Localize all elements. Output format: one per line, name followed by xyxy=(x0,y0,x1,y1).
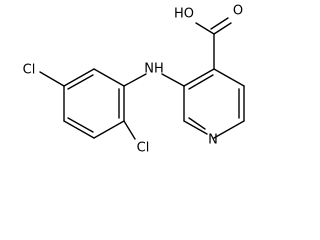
atom-label-chlorine-left: Cl xyxy=(23,63,36,78)
bond-ring1-c xyxy=(93,120,125,139)
atom-label-amine: NH xyxy=(144,62,164,77)
bond-ring1-a xyxy=(93,68,125,87)
bond-ring1-d-inner xyxy=(67,117,94,133)
bond-ring2-b xyxy=(213,68,245,87)
bond-ring1-f xyxy=(63,68,95,87)
atom-label-chlorine-bottom: Cl xyxy=(137,141,150,156)
bond-c-cl-left xyxy=(39,71,65,87)
atom-label-hydroxyl: HO xyxy=(174,7,194,22)
bond-nh-pyridine xyxy=(161,73,185,87)
bond-ring1-d xyxy=(63,120,95,139)
dichlorophenyl-ring xyxy=(63,68,125,139)
bond-c-cl-bottom xyxy=(123,120,136,140)
bond-ring2-a xyxy=(183,68,215,87)
bond-c-o-double-a xyxy=(213,22,232,35)
atom-label-pyridine-nitrogen: N xyxy=(208,133,218,148)
bond-ring2-e-inner xyxy=(188,117,206,130)
bond-c-oh xyxy=(195,22,215,35)
bond-ring1-f-inner xyxy=(67,74,94,90)
bond-ring2-d xyxy=(213,120,245,139)
molecular-structure-diagram: Cl Cl NH N HO O xyxy=(23,4,245,156)
bond-ring2-e xyxy=(183,120,208,135)
pyridine-ring xyxy=(183,68,245,139)
atom-label-carbonyl-oxygen: O xyxy=(233,4,243,19)
bond-phenyl-nh xyxy=(123,73,147,87)
bond-ring2-a-inner xyxy=(188,74,214,90)
carboxylic-acid-group xyxy=(195,17,232,70)
bond-c-o-double-b xyxy=(210,17,229,30)
